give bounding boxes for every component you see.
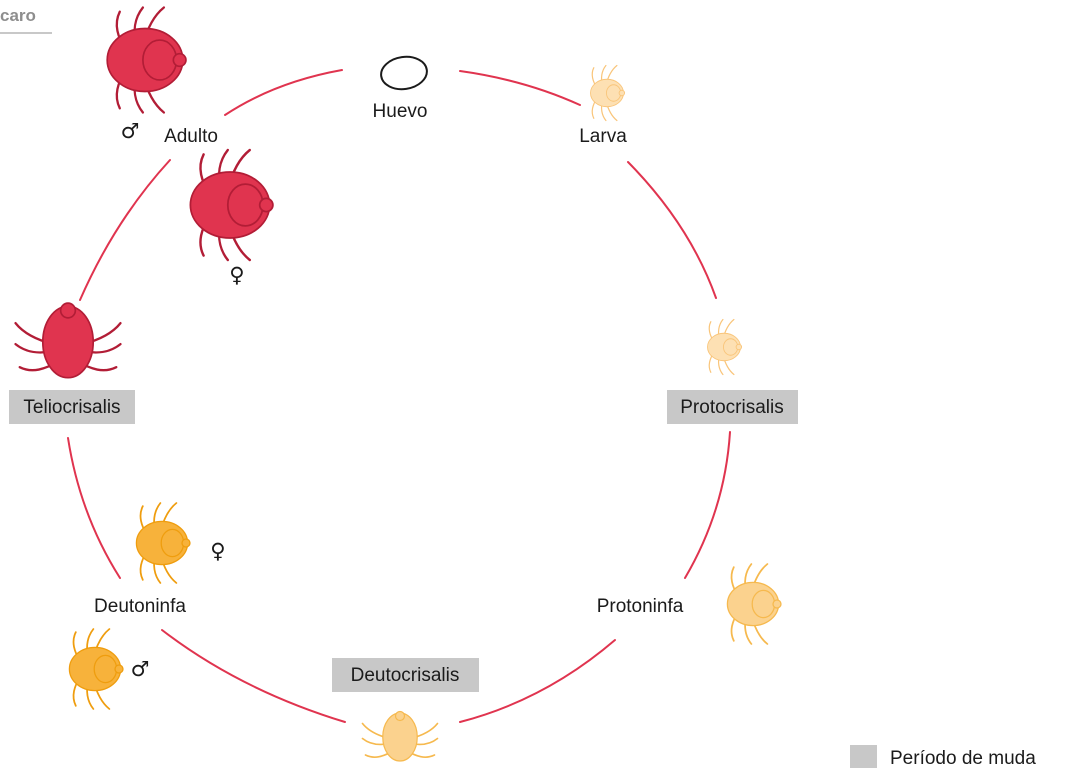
label-egg: Huevo — [373, 101, 428, 122]
arc-protonymph-deutocrysalis — [459, 639, 616, 723]
adult-female-symbol: ♀ — [229, 263, 244, 287]
arc-egg-larva — [459, 70, 581, 106]
legend-molt-label: Período de muda — [890, 748, 1036, 769]
label-teliocrysalis: Teliocrisalis — [23, 397, 120, 418]
arc-larva-protocrysalis — [627, 161, 717, 299]
deutocrysalis-mite-icon — [361, 710, 439, 762]
label-adult: Adulto — [164, 126, 218, 147]
arc-adult-egg — [224, 69, 343, 116]
teliocrysalis-mite-icon — [14, 302, 122, 379]
adult-female-mite-icon — [189, 148, 274, 262]
larva-mite-icon — [590, 64, 626, 122]
protocrysalis-mite-icon — [707, 318, 743, 376]
protonymph-mite-icon — [726, 563, 782, 645]
egg-icon — [380, 55, 428, 91]
deutonymph-female-symbol: ♀ — [210, 539, 225, 563]
cycle-arrows — [67, 69, 731, 723]
deutonymph-male-mite-icon — [68, 628, 124, 710]
adult-male-symbol: ♂ — [121, 119, 140, 143]
label-larva: Larva — [579, 126, 627, 147]
arc-deutocrysalis-deutonymph — [161, 629, 346, 723]
molt-box-protocrysalis — [667, 390, 798, 424]
molt-box-teliocrysalis — [9, 390, 135, 424]
molt-box-deutocrysalis — [332, 658, 479, 692]
label-deutonymph: Deutoninfa — [94, 596, 186, 617]
legend-molt-swatch — [850, 745, 877, 768]
header-text: caro — [0, 6, 36, 25]
label-deutocrysalis: Deutocrisalis — [351, 665, 460, 686]
adult-male-mite-icon — [106, 6, 187, 114]
label-protocrysalis: Protocrisalis — [680, 397, 783, 418]
arc-protocrysalis-protonymph — [684, 431, 731, 579]
arc-teliocrysalis-adult — [79, 159, 171, 301]
deutonymph-female-mite-icon — [135, 502, 191, 584]
label-protonymph: Protoninfa — [597, 596, 684, 617]
deutonymph-male-symbol: ♂ — [131, 657, 150, 681]
arc-deutonymph-teliocrysalis — [67, 437, 121, 579]
